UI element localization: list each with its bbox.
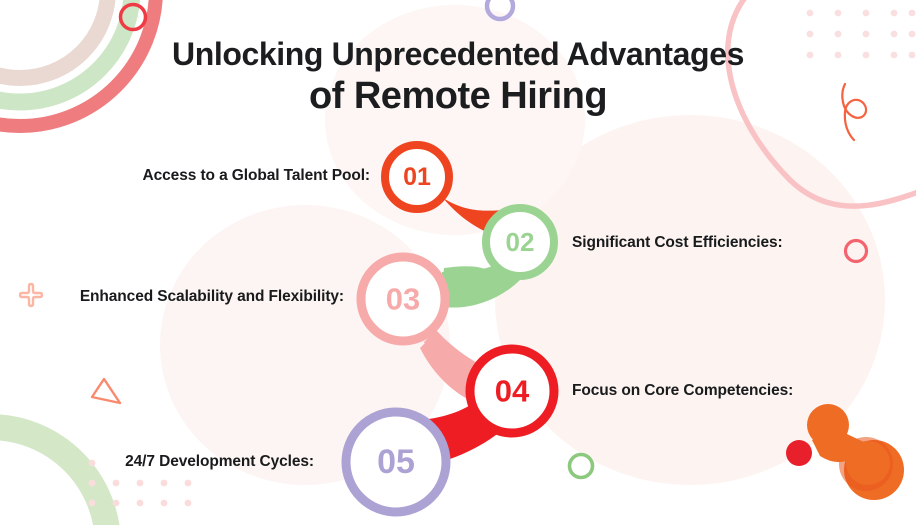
step-label-05: 24/7 Development Cycles: [125,453,314,470]
ring-green-bottom [567,452,595,480]
step-circle-04[interactable]: 04 [465,344,559,438]
blob-outline-pink [725,0,916,209]
step-number-01: 01 [403,163,431,191]
squiggle-orange [841,82,868,142]
ring-purple-top [484,0,516,22]
cross-plus-icon [18,282,44,308]
step-number-02: 02 [506,227,535,257]
dot-grid-top-right [806,9,916,59]
soft-blob-right [495,115,885,485]
ring-pink-right [843,238,869,264]
ring-red-top-left [118,2,148,32]
step-label-04: Focus on Core Competencies: [572,382,794,399]
step-label-03: Enhanced Scalability and Flexibility: [79,288,344,305]
step-circle-01[interactable]: 01 [381,141,453,213]
step-label-02: Significant Cost Efficiencies: [572,234,783,251]
step-circle-03[interactable]: 03 [356,252,450,346]
step-number-05: 05 [377,443,415,481]
metaball-orange [807,404,904,500]
step-circle-02[interactable]: 02 [482,204,558,280]
arc-beige [0,0,116,86]
page-title: Unlocking Unprecedented Advantages of Re… [0,38,916,115]
step-label-01: Access to a Global Talent Pool: [142,167,371,184]
step-number-04: 04 [495,374,530,409]
dot-grid-bottom-left [88,459,192,507]
dot-red-small [786,440,812,466]
step-number-03: 03 [386,282,420,317]
title-line-2: of Remote Hiring [308,74,608,117]
arc-coral [0,0,163,133]
step-circle-05[interactable]: 05 [341,407,451,517]
arc-green [0,0,141,111]
triangle-coral [90,377,122,405]
title-line-1: Unlocking Unprecedented Advantages [172,36,744,72]
